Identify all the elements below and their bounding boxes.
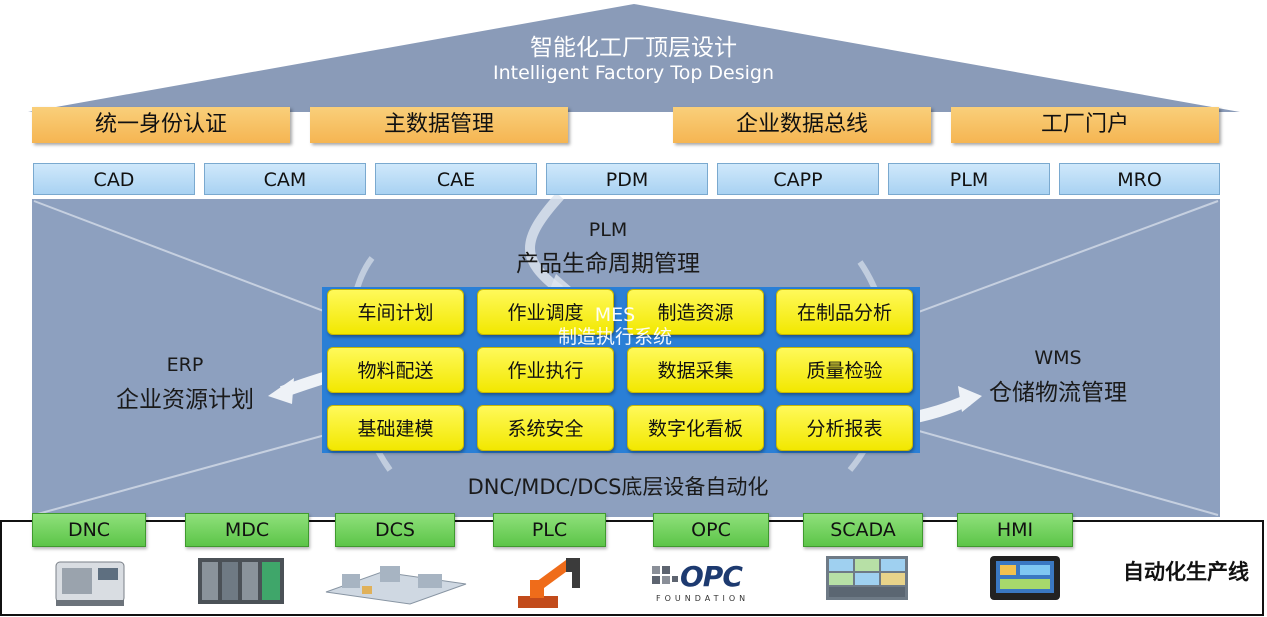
system-plm: PLM [888, 163, 1050, 195]
plc-rack-icon [198, 558, 284, 604]
opc-foundation-logo: OPC FOUNDATION [650, 560, 772, 604]
mes-module: 在制品分析 [776, 289, 913, 335]
mes-label: MES 制造执行系统 [540, 304, 690, 348]
mes-name: 制造执行系统 [557, 326, 672, 348]
roof-title: 智能化工厂顶层设计 [530, 35, 737, 61]
industrial-robot-icon [518, 558, 580, 608]
roof-shape [28, 4, 1240, 112]
device-tag-plc: PLC [493, 513, 606, 547]
system-mro: MRO [1059, 163, 1220, 195]
opc-logo-foundation: FOUNDATION [656, 594, 750, 603]
platform-item-master-data: 主数据管理 [310, 107, 568, 143]
system-cad: CAD [33, 163, 195, 195]
mes-module: 数据采集 [627, 347, 764, 393]
perspective-line [879, 419, 1219, 516]
opc-logo-text: OPC [680, 560, 743, 593]
flow-arrow [525, 192, 564, 294]
flow-arrowhead-wms [958, 386, 982, 412]
mes-module: 系统安全 [477, 405, 614, 451]
mes-module: 分析报表 [776, 405, 913, 451]
device-tag-mdc: MDC [185, 513, 309, 547]
mes-module: 数字化看板 [627, 405, 764, 451]
device-tag-hmi: HMI [957, 513, 1073, 547]
system-cae: CAE [375, 163, 537, 195]
device-automation-caption: DNC/MDC/DCS底层设备自动化 [467, 475, 769, 499]
mes-module: 物料配送 [327, 347, 464, 393]
mes-code: MES [594, 304, 636, 326]
perspective-line [869, 200, 1219, 331]
hmi-panel-icon [990, 556, 1060, 600]
erp-name: 企业资源计划 [116, 387, 254, 413]
mes-module: 制造资源 [627, 289, 764, 335]
wms-name: 仓储物流管理 [989, 380, 1127, 406]
device-tag-scada: SCADA [803, 513, 923, 547]
system-cam: CAM [204, 163, 366, 195]
opc-logo-mark-icon [652, 566, 678, 584]
system-pdm: PDM [546, 163, 708, 195]
production-line-icon [325, 566, 467, 605]
scada-monitor-wall-icon [826, 556, 908, 600]
platform-item-identity: 统一身份认证 [32, 107, 290, 143]
mes-module: 作业执行 [477, 347, 614, 393]
erp-code: ERP [166, 354, 204, 376]
system-capp: CAPP [717, 163, 879, 195]
device-tag-dnc: DNC [32, 513, 146, 547]
plm-name: 产品生命周期管理 [516, 251, 700, 277]
plm-code: PLM [588, 219, 628, 241]
mes-module: 质量检验 [776, 347, 913, 393]
platform-item-portal: 工厂门户 [951, 107, 1219, 143]
production-line-label: 自动化生产线 [1123, 560, 1249, 584]
platform-item-data-bus: 企业数据总线 [673, 107, 931, 143]
mes-module: 车间计划 [327, 289, 464, 335]
device-tag-dcs: DCS [335, 513, 455, 547]
wms-code: WMS [1034, 347, 1082, 369]
mes-module: 作业调度 [477, 289, 614, 335]
roof-subtitle: Intelligent Factory Top Design [492, 62, 775, 84]
cnc-machine-icon [55, 561, 125, 606]
device-tag-opc: OPC [653, 513, 769, 547]
mes-module: 基础建模 [327, 405, 464, 451]
flow-arrowhead-erp [268, 378, 294, 404]
